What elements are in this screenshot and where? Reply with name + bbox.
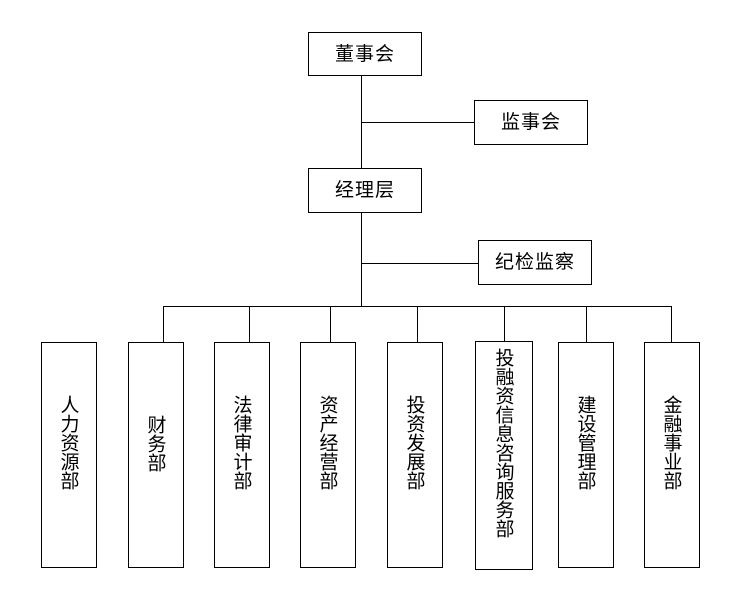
drop-line-1 xyxy=(163,306,164,342)
department-box-investment-development[interactable]: 投资发展部 xyxy=(387,342,443,568)
department-box-legal-audit[interactable]: 法律审计部 xyxy=(214,342,270,568)
department-label-finance: 财务部 xyxy=(144,415,167,472)
department-box-investment-financing-info-consulting[interactable]: 投融资信息咨询服务部 xyxy=(475,341,533,570)
node-board-of-directors-label: 董事会 xyxy=(334,42,395,65)
node-board-of-supervisors-label: 监事会 xyxy=(500,111,561,133)
connector-board-to-supervisors xyxy=(361,122,474,123)
node-management-level-label: 经理层 xyxy=(334,179,395,201)
drop-line-7 xyxy=(671,306,672,342)
connector-board-to-management xyxy=(361,75,362,168)
department-label-financial-business: 金融事业部 xyxy=(660,395,683,490)
drop-line-4 xyxy=(417,306,418,342)
department-label-investment-financing-info-consulting: 投融资信息咨询服务部 xyxy=(492,348,515,538)
department-box-human-resources[interactable]: 人力资源部 xyxy=(41,342,97,568)
department-label-investment-development: 投资发展部 xyxy=(403,395,426,490)
node-discipline-inspection-label: 纪检监察 xyxy=(494,251,575,273)
drop-line-6 xyxy=(586,306,587,342)
department-box-asset-management[interactable]: 资产经营部 xyxy=(300,342,356,568)
drop-line-3 xyxy=(330,306,331,342)
department-label-human-resources: 人力资源部 xyxy=(57,395,80,490)
drop-line-5 xyxy=(504,306,505,342)
node-management-level[interactable]: 经理层 xyxy=(308,168,422,213)
department-box-construction-management[interactable]: 建设管理部 xyxy=(558,342,614,568)
drop-line-2 xyxy=(249,306,250,342)
connector-management-to-discipline xyxy=(361,263,478,264)
node-board-of-supervisors[interactable]: 监事会 xyxy=(474,100,588,145)
node-discipline-inspection[interactable]: 纪检监察 xyxy=(478,240,592,285)
connector-management-to-bus xyxy=(361,212,362,307)
department-label-asset-management: 资产经营部 xyxy=(316,395,339,490)
department-box-finance[interactable]: 财务部 xyxy=(128,342,184,568)
node-board-of-directors[interactable]: 董事会 xyxy=(308,32,422,76)
department-label-construction-management: 建设管理部 xyxy=(574,395,597,490)
department-box-financial-business[interactable]: 金融事业部 xyxy=(644,342,700,568)
department-label-legal-audit: 法律审计部 xyxy=(230,395,253,490)
